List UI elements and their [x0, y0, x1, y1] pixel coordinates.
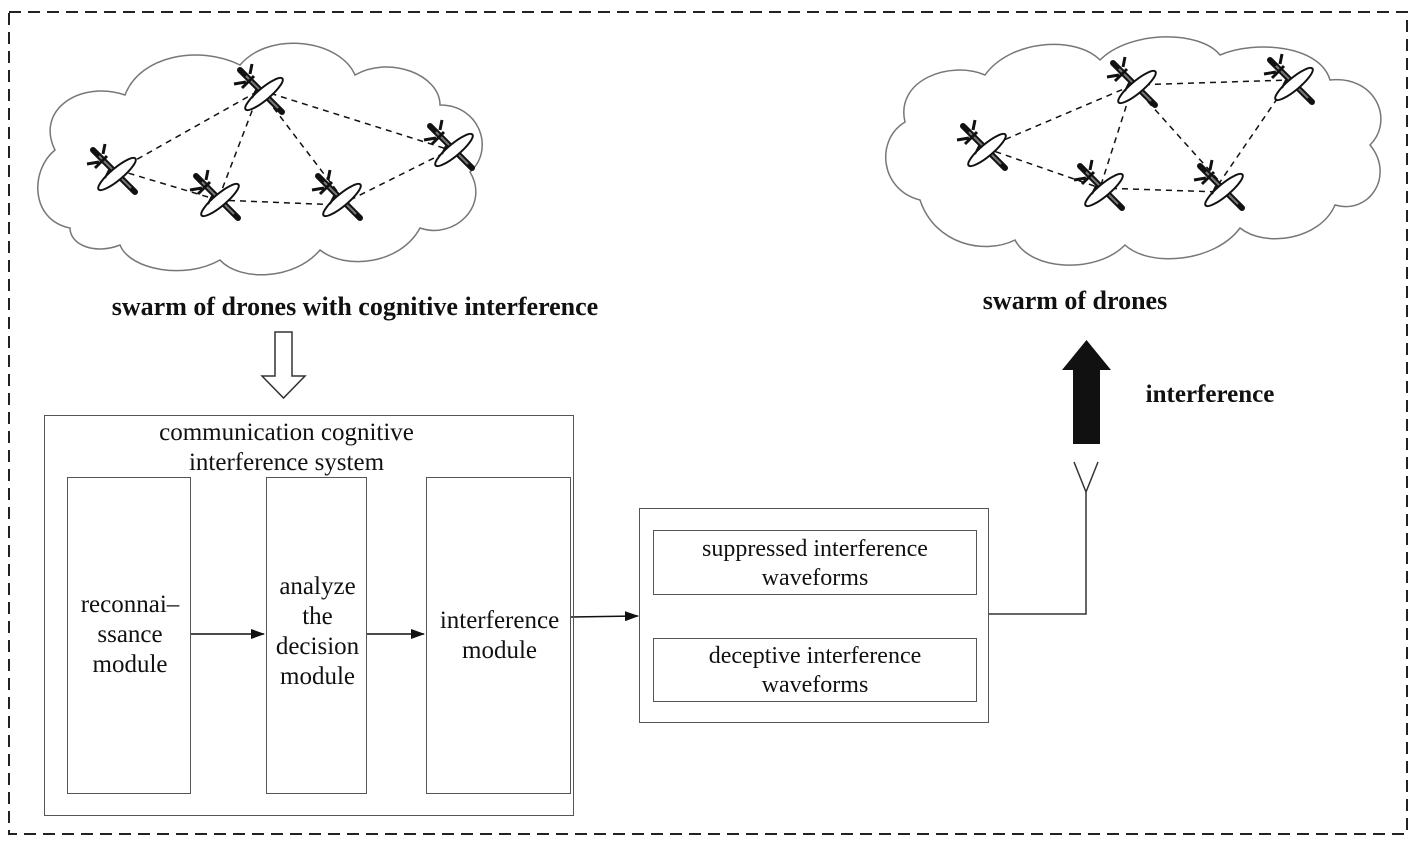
system-title-line: interference system — [188, 448, 385, 476]
waveform-label-line: deceptive interference — [708, 643, 922, 669]
cognitive-interference-system-box — [44, 415, 574, 816]
arrow-system-to-waveforms — [570, 611, 639, 622]
decision-module-box: analyze the decision module — [266, 477, 367, 794]
system-title-line: communication cognitive — [159, 419, 414, 446]
module-label-line: interference — [439, 607, 560, 634]
reconnaissance-module-box: reconnai– ssance module — [67, 477, 191, 794]
reconnaissance-module-label: reconnai– ssance module — [68, 590, 192, 680]
module-label-line: the — [302, 603, 333, 630]
left-cloud — [37, 42, 483, 276]
left-swarm-caption: swarm of drones with cognitive interfere… — [111, 292, 599, 321]
right-swarm-caption: swarm of drones — [982, 286, 1168, 315]
module-label-line: reconnai– — [80, 591, 180, 618]
module-label-line: module — [462, 637, 537, 664]
waveforms-box — [639, 508, 989, 723]
module-label-line: module — [280, 663, 355, 690]
module-label-line: decision — [275, 633, 360, 660]
deceptive-waveform-label: deceptive interference waveforms — [654, 642, 976, 700]
module-label-line: module — [92, 651, 168, 678]
module-label-line: ssance — [97, 621, 163, 648]
antenna-icon — [1073, 461, 1099, 493]
module-label-line: analyze — [279, 573, 356, 600]
right-swarm-links — [984, 79, 1291, 193]
interference-label: interference — [1145, 381, 1275, 408]
interference-module-box: interference module — [426, 477, 571, 794]
deceptive-waveform-box: deceptive interference waveforms — [653, 638, 977, 702]
interference-module-label: interference module — [425, 606, 574, 666]
outer-dashed-border — [8, 11, 1408, 835]
antenna-feed-line — [989, 492, 1087, 615]
system-title: communication cognitive interference sys… — [44, 418, 529, 477]
suppressed-waveform-box: suppressed interference waveforms — [653, 530, 977, 595]
waveform-label-line: waveforms — [761, 671, 869, 698]
interference-up-arrow — [1062, 340, 1111, 444]
hollow-down-arrow — [260, 331, 307, 400]
waveform-label-line: suppressed interference — [702, 536, 928, 562]
suppressed-waveform-label: suppressed interference waveforms — [654, 535, 976, 593]
right-cloud — [884, 36, 1382, 266]
decision-module-label: analyze the decision module — [261, 572, 374, 692]
waveform-label-line: waveforms — [761, 564, 869, 591]
